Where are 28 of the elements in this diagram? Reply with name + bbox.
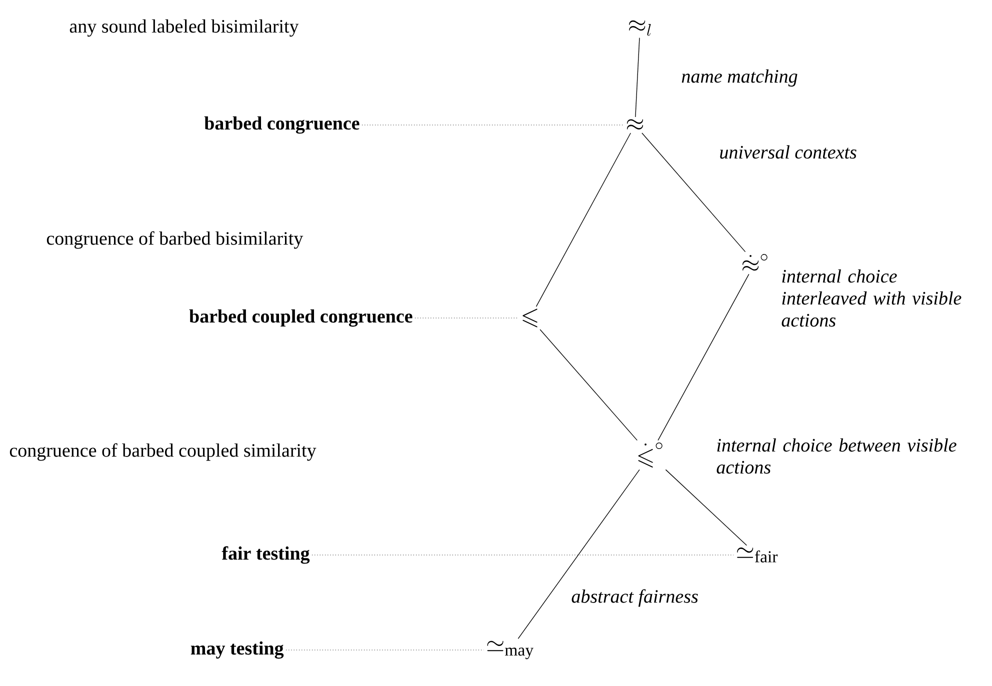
relation-symbol: $\dot{\leqslant}^{\circ}$ — [638, 442, 662, 468]
relation-symbol: $\leqslant$ — [522, 308, 538, 328]
connector-line — [642, 132, 746, 252]
annotation: name matching — [682, 69, 798, 87]
connector-line — [658, 274, 750, 441]
bold-label: may testing — [190, 641, 284, 659]
leader-line — [362, 124, 624, 126]
relation-symbol: $\simeq_{\mathrm{fair}}$ — [737, 548, 778, 562]
annotation: internal choice interleaved with visible actions — [782, 269, 962, 327]
annotation: universal contexts — [720, 145, 856, 159]
connector-line — [635, 37, 640, 118]
bold-label: barbed congruence — [204, 116, 360, 134]
text-label: congruence of barbed bisimilarity — [46, 231, 304, 249]
relation-symbol: $\simeq_{\mathrm{may}}$ — [487, 640, 534, 660]
bold-label: barbed coupled congruence — [189, 309, 412, 327]
connector-line — [536, 132, 631, 307]
relation-symbol: $\approx_{l}$ — [629, 20, 651, 36]
connector-line — [518, 469, 640, 639]
relation-symbol: $\approx$ — [627, 119, 643, 130]
annotation: abstract fairness — [572, 589, 698, 607]
relation-symbol: $\dot{\approx}^{\circ}$ — [742, 254, 768, 271]
connector-line — [540, 329, 638, 441]
bold-label: fair testing — [222, 546, 310, 564]
text-label: congruence of barbed coupled similarity — [10, 443, 316, 461]
annotation: internal choice between visible actions — [716, 438, 956, 474]
text-label: any sound labeled bisimilarity — [70, 19, 299, 37]
connector-line — [665, 469, 748, 546]
leader-line — [312, 554, 734, 556]
